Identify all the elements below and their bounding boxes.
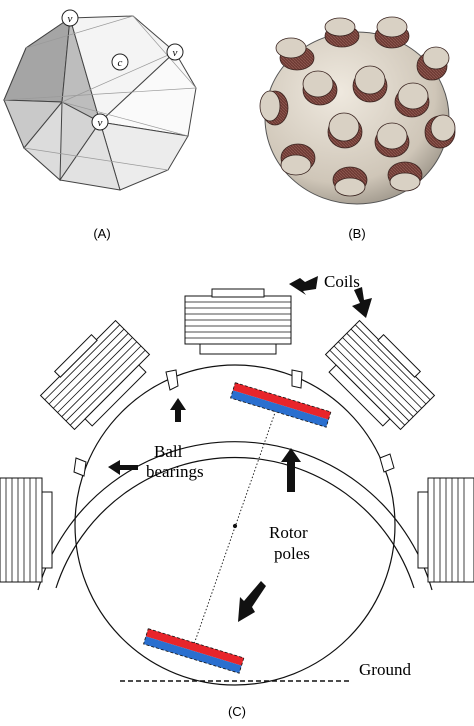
vertex-label-top: v <box>68 13 73 25</box>
coil-upper-left <box>39 319 151 431</box>
housing-inner-arc <box>55 456 415 589</box>
panel-a-label: (A) <box>93 226 110 241</box>
panel-a-polyhedron: v v v c <box>3 9 197 191</box>
bearing-3 <box>73 457 87 477</box>
coil-upper-right <box>324 319 436 431</box>
label-bearings: bearings <box>146 462 204 481</box>
arrow-coils-1 <box>289 276 318 295</box>
label-ground: Ground <box>359 660 411 679</box>
label-ball: Ball <box>154 442 183 461</box>
bearing-2 <box>291 369 303 389</box>
vertex-marker-top <box>61 9 79 27</box>
coil-left <box>0 477 53 583</box>
face-center-marker <box>111 53 129 71</box>
panel-c-diagram <box>37 364 433 686</box>
vertex-label-center: v <box>98 117 103 129</box>
panel-b-sphere <box>259 16 456 205</box>
rotor-pole-bottom <box>143 628 245 674</box>
coil-right <box>417 477 474 583</box>
arrow-rotor-down <box>238 581 266 622</box>
coil-cylinders <box>259 16 456 197</box>
vertex-marker-center <box>91 113 109 131</box>
label-poles: poles <box>274 544 310 563</box>
vertex-marker-right <box>166 43 184 61</box>
label-rotor: Rotor <box>269 523 308 542</box>
panel-b-label: (B) <box>348 226 365 241</box>
ball-bearings <box>73 369 395 477</box>
housing-outer-arc <box>37 441 433 591</box>
face-center-label: c <box>118 57 123 69</box>
rotor-circle <box>74 364 396 686</box>
arrow-bearing-left <box>108 460 138 475</box>
arrow-bearing-up <box>170 398 186 422</box>
label-coils: Coils <box>324 272 360 291</box>
arrow-coils-2 <box>352 287 372 318</box>
coil-top <box>184 288 292 355</box>
vertex-label-right: v <box>173 47 178 59</box>
bearing-4 <box>379 453 395 473</box>
panel-c-label: (C) <box>228 704 246 719</box>
rotor-pole-top <box>230 382 332 428</box>
arrows <box>108 276 372 622</box>
bearing-1 <box>165 369 179 391</box>
rotor-center <box>232 523 238 529</box>
arrow-rotor-up <box>281 448 301 492</box>
